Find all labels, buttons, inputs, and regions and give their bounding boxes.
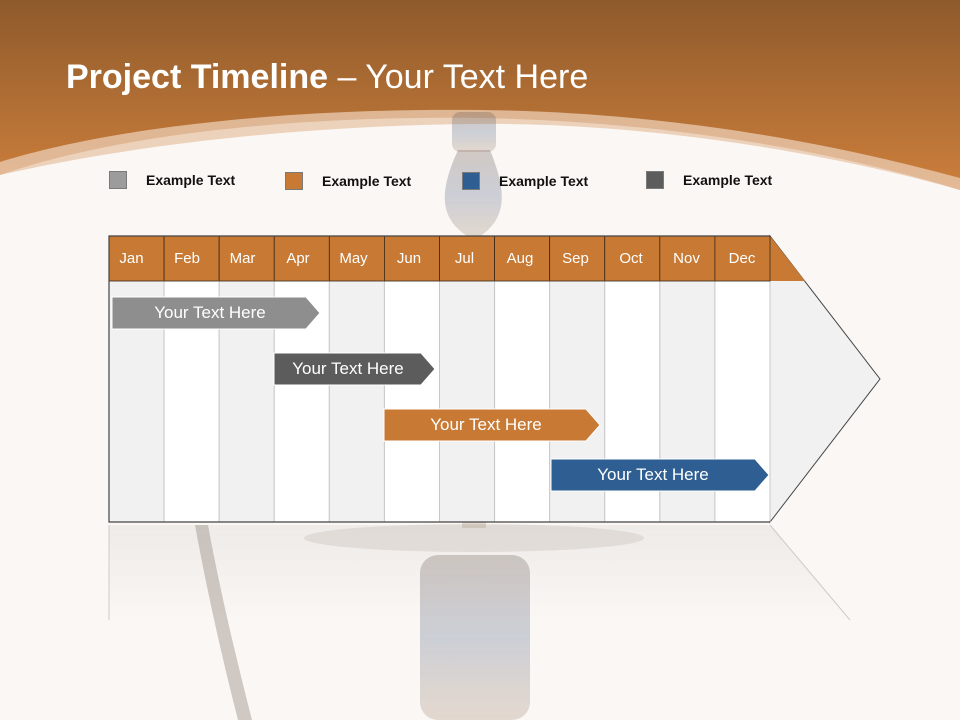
month-label-sep: Sep (562, 250, 589, 267)
chart-reflection (109, 525, 850, 620)
month-header-jul (439, 235, 495, 282)
timeline-bar-3 (383, 408, 601, 442)
bar-label-3: Your Text Here (430, 415, 542, 434)
timeline-bar-2 (273, 352, 436, 386)
month-label-feb: Feb (174, 250, 200, 267)
timeline-bars (111, 296, 770, 492)
slide-title: Project Timeline – Your Text Here (66, 58, 588, 97)
timeline-frame (108, 235, 770, 523)
legend-swatch-gray (109, 171, 127, 189)
month-header-aug (494, 235, 551, 282)
month-label-aug: Aug (506, 250, 534, 267)
month-header-jun (384, 235, 440, 282)
header-band (0, 0, 960, 190)
month-header-nov (659, 235, 716, 282)
bar-label-1: Your Text Here (154, 303, 266, 322)
month-header-feb (163, 235, 220, 282)
title-bold: Project Timeline (66, 58, 329, 96)
month-label-oct: Oct (619, 250, 643, 267)
legend-swatch-blue (462, 172, 480, 190)
month-header-mar (218, 235, 275, 282)
month-header-jan (108, 235, 165, 282)
month-column-jun (383, 280, 440, 523)
legend-label: Example Text (322, 173, 412, 189)
month-label-jan: Jan (119, 250, 144, 267)
month-label-may: May (339, 250, 368, 267)
month-label-apr: Apr (286, 250, 310, 267)
timeline-bar-4 (550, 458, 770, 492)
month-label-jul: Jul (454, 250, 475, 267)
timeline-arrow-header (770, 236, 805, 281)
month-label-jun: Jun (396, 250, 422, 267)
month-label-dec: Dec (728, 250, 756, 267)
legend-swatch-dark-gray (646, 171, 664, 189)
month-column-aug (494, 280, 551, 523)
month-header-dec (714, 235, 771, 282)
legend-label: Example Text (499, 173, 589, 189)
bar-label-4: Your Text Here (597, 465, 709, 484)
month-column-jul (439, 280, 496, 523)
timeline-bar-1 (111, 296, 321, 330)
month-header-oct (604, 235, 661, 282)
legend-label: Example Text (146, 172, 236, 188)
header-highlight-curve (0, 109, 960, 190)
month-header-apr (273, 235, 330, 282)
month-label-nov: Nov (673, 250, 700, 267)
month-column-may (328, 280, 385, 523)
bar-label-2: Your Text Here (292, 359, 404, 378)
title-rest: – Your Text Here (328, 58, 589, 96)
legend-swatch-orange (285, 172, 303, 190)
legend-label: Example Text (683, 172, 773, 188)
month-label-mar: Mar (229, 250, 256, 267)
